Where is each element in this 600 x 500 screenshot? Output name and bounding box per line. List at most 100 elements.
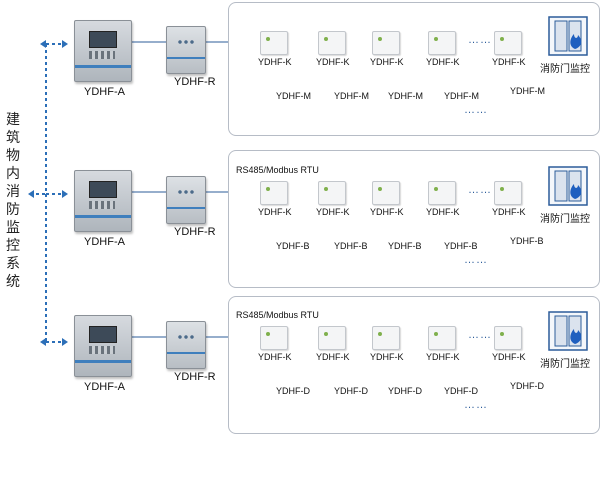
controller-screen: [89, 31, 117, 48]
module-ydhf-k[interactable]: [428, 31, 456, 55]
controller-buttons: [89, 51, 115, 59]
device-panel: [228, 150, 600, 288]
repeater-indicators: [177, 39, 195, 45]
bus-protocol-label: RS485/Modbus RTU: [236, 310, 319, 320]
repeater-indicators: [177, 334, 195, 340]
controller-label: YDHF-A: [84, 236, 125, 248]
sensor-ellipsis: ……: [464, 399, 488, 411]
module-ydhf-k[interactable]: [260, 31, 288, 55]
module-label: YDHF-K: [258, 207, 292, 217]
door-monitor-label: 消防门监控: [540, 64, 590, 75]
sensor-label: YDHF-B: [444, 241, 478, 251]
bus-ellipsis: ……: [468, 34, 492, 46]
repeater-stripe: [167, 207, 205, 209]
module-led: [500, 332, 504, 336]
module-ydhf-k[interactable]: [372, 31, 400, 55]
fire-door-icon: [548, 166, 588, 206]
module-led: [324, 37, 328, 41]
module-ydhf-k[interactable]: [428, 326, 456, 350]
link-arrow-left: [40, 338, 46, 346]
sensor-label: YDHF-D: [444, 386, 478, 396]
repeater-stripe: [167, 352, 205, 354]
module-led: [434, 37, 438, 41]
sensor-label: YDHF-M: [444, 91, 479, 101]
module-led: [500, 187, 504, 191]
link-arrow-right: [62, 338, 68, 346]
sensor-label: YDHF-M: [510, 86, 545, 96]
repeater-ydhf-r[interactable]: [166, 26, 206, 74]
module-ydhf-k[interactable]: [372, 181, 400, 205]
module-ydhf-k[interactable]: [494, 181, 522, 205]
sensor-label: YDHF-M: [388, 91, 423, 101]
module-label: YDHF-K: [426, 352, 460, 362]
sensor-label: YDHF-D: [334, 386, 368, 396]
sensor-label: YDHF-M: [334, 91, 369, 101]
device-panel: [228, 296, 600, 434]
module-label: YDHF-K: [492, 352, 526, 362]
sensor-label: YDHF-B: [334, 241, 368, 251]
module-led: [378, 187, 382, 191]
controller-ydhf-a[interactable]: [74, 315, 132, 377]
controller-label: YDHF-A: [84, 381, 125, 393]
module-label: YDHF-K: [370, 207, 404, 217]
controller-stripe: [75, 360, 131, 363]
repeater-ydhf-r[interactable]: [166, 176, 206, 224]
sensor-label: YDHF-M: [276, 91, 311, 101]
repeater-label: YDHF-R: [174, 76, 216, 88]
module-label: YDHF-K: [492, 207, 526, 217]
module-led: [434, 332, 438, 336]
module-label: YDHF-K: [492, 57, 526, 67]
module-label: YDHF-K: [370, 352, 404, 362]
module-ydhf-k[interactable]: [318, 181, 346, 205]
fire-door-icon: [548, 311, 588, 351]
module-ydhf-k[interactable]: [494, 31, 522, 55]
link-arrow-left: [40, 40, 46, 48]
module-ydhf-k[interactable]: [428, 181, 456, 205]
module-ydhf-k[interactable]: [372, 326, 400, 350]
link-arrow-right: [62, 190, 68, 198]
module-led: [434, 187, 438, 191]
link-arrow-left: [28, 190, 34, 198]
repeater-label: YDHF-R: [174, 371, 216, 383]
module-led: [500, 37, 504, 41]
controller-buttons: [89, 346, 115, 354]
sensor-ellipsis: ……: [464, 104, 488, 116]
bus-protocol-label: RS485/Modbus RTU: [236, 165, 319, 175]
fire-door-icon: [548, 16, 588, 56]
door-monitor-label: 消防门监控: [540, 214, 590, 225]
module-led: [266, 37, 270, 41]
module-led: [378, 332, 382, 336]
module-label: YDHF-K: [370, 57, 404, 67]
module-led: [266, 187, 270, 191]
module-ydhf-k[interactable]: [318, 31, 346, 55]
module-ydhf-k[interactable]: [494, 326, 522, 350]
door-monitor-label: 消防门监控: [540, 359, 590, 370]
sensor-label: YDHF-B: [510, 236, 544, 246]
device-panel: [228, 2, 600, 136]
sensor-label: YDHF-D: [388, 386, 422, 396]
controller-ydhf-a[interactable]: [74, 170, 132, 232]
controller-screen: [89, 181, 117, 198]
module-label: YDHF-K: [316, 352, 350, 362]
module-label: YDHF-K: [258, 57, 292, 67]
module-ydhf-k[interactable]: [318, 326, 346, 350]
module-label: YDHF-K: [258, 352, 292, 362]
repeater-indicators: [177, 189, 195, 195]
controller-stripe: [75, 215, 131, 218]
controller-buttons: [89, 201, 115, 209]
repeater-ydhf-r[interactable]: [166, 321, 206, 369]
controller-label: YDHF-A: [84, 86, 125, 98]
module-ydhf-k[interactable]: [260, 181, 288, 205]
module-label: YDHF-K: [316, 207, 350, 217]
repeater-stripe: [167, 57, 205, 59]
sensor-label: YDHF-B: [388, 241, 422, 251]
controller-ydhf-a[interactable]: [74, 20, 132, 82]
module-led: [266, 332, 270, 336]
controller-screen: [89, 326, 117, 343]
module-led: [324, 332, 328, 336]
module-label: YDHF-K: [426, 57, 460, 67]
system-label: 建筑物内消防监控系统: [6, 111, 20, 289]
sensor-label: YDHF-B: [276, 241, 310, 251]
module-ydhf-k[interactable]: [260, 326, 288, 350]
module-label: YDHF-K: [316, 57, 350, 67]
